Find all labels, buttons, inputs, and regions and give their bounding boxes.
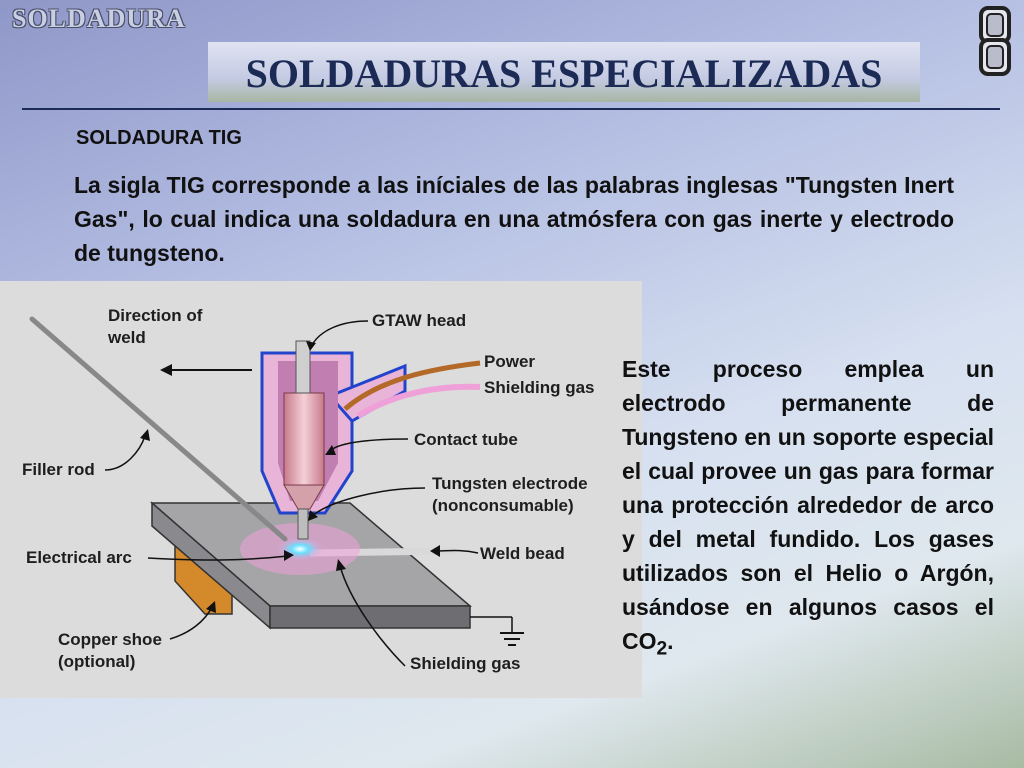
label-gtaw-head: GTAW head [372, 311, 467, 330]
process-description: Este proceso emplea un electrodo permane… [622, 352, 994, 667]
ground-symbol-icon [470, 616, 524, 646]
process-description-text: Este proceso emplea un electrodo permane… [622, 356, 994, 654]
tig-diagram-drawing [29, 316, 524, 667]
page-title: SOLDADURAS ESPECIALIZADAS [245, 51, 883, 96]
label-shielding-gas-out: Shielding gas [410, 654, 521, 673]
title-banner: SOLDADURAS ESPECIALIZADAS [208, 42, 920, 102]
label-shielding-gas-in: Shielding gas [484, 378, 595, 397]
section-subtitle: SOLDADURA TIG [76, 127, 242, 149]
label-weld-bead: Weld bead [480, 544, 565, 563]
logo-text: SOLDADURA [12, 4, 186, 33]
label-power: Power [484, 352, 536, 371]
label-direction-of-weld: Direction of weld [108, 306, 203, 347]
chain-links-icon [979, 6, 1011, 76]
tig-diagram: Direction of weld GTAW head Power Shield… [0, 281, 642, 698]
label-electrical-arc: Electrical arc [26, 548, 132, 567]
title-divider [22, 108, 1000, 110]
label-copper-shoe: Copper shoe (optional) [58, 630, 162, 671]
label-filler-rod: Filler rod [22, 460, 95, 479]
label-contact-tube: Contact tube [414, 430, 518, 449]
co2-subscript: 2 [656, 638, 668, 660]
intro-paragraph: La sigla TIG corresponde a las iníciales… [74, 172, 954, 266]
process-description-end: . [667, 628, 674, 654]
label-tungsten-electrode: Tungsten electrode (nonconsumable) [432, 474, 588, 515]
